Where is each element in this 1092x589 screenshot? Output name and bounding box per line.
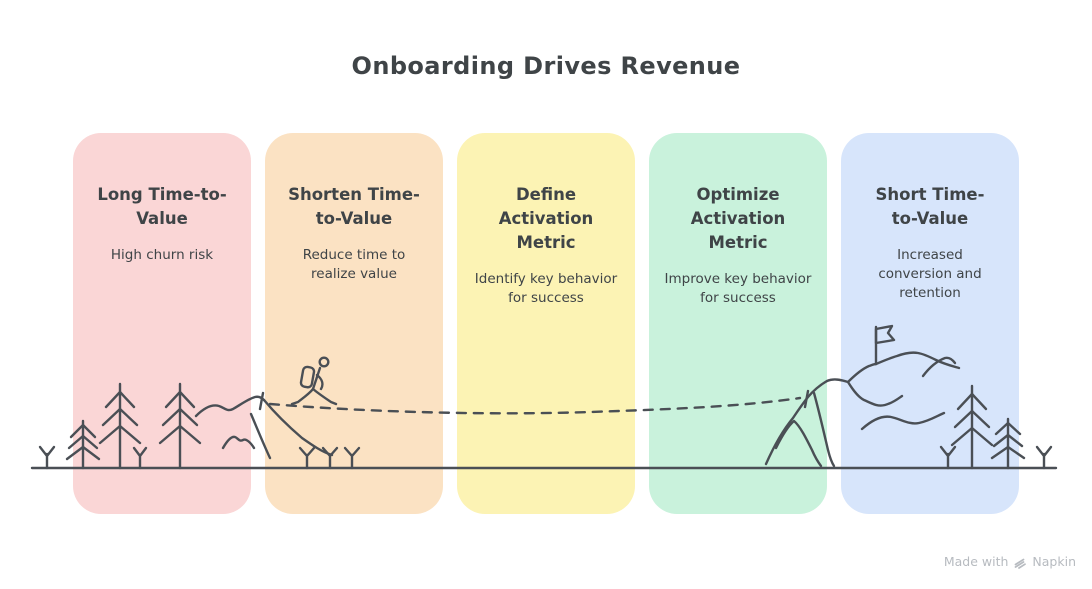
stage-card-short-time-to-value[interactable]: Short Time-to-Value Increased conversion… — [841, 133, 1019, 514]
diagram-title: Onboarding Drives Revenue — [351, 52, 741, 80]
stage-card-title: Shorten Time-to-Value — [288, 185, 420, 228]
stage-card-long-time-to-value[interactable]: Long Time-to-Value High churn risk — [73, 133, 251, 514]
stage-card-title: Short Time-to-Value — [875, 185, 985, 228]
stage-card-subtitle: Increased conversion and retention — [878, 246, 982, 301]
stage-card-subtitle: High churn risk — [110, 246, 214, 263]
watermark-brand: Napkin — [1032, 554, 1076, 569]
stage-card-title: Long Time-to-Value — [97, 185, 227, 228]
napkin-watermark[interactable]: Made with Napkin — [944, 554, 1076, 569]
stage-cards: Long Time-to-Value High churn risk Short… — [73, 133, 1019, 514]
stage-card-subtitle: Identify key behavior for success — [474, 270, 618, 306]
stage-card-subtitle: Reduce time to realize value — [302, 246, 406, 282]
stage-card-title: Define Activation Metric — [498, 185, 594, 252]
napkin-logo-icon — [1015, 558, 1027, 569]
stage-card-optimize-activation-metric[interactable]: Optimize Activation Metric Improve key b… — [649, 133, 827, 514]
watermark-prefix: Made with — [943, 554, 1009, 569]
stage-card-title: Optimize Activation Metric — [690, 185, 786, 252]
stage-card-subtitle: Improve key behavior for success — [664, 270, 812, 306]
sprout-icon — [38, 445, 56, 470]
stage-card-define-activation-metric[interactable]: Define Activation Metric Identify key be… — [457, 133, 635, 514]
sprout-icon — [1035, 445, 1053, 470]
stage-card-shorten-time-to-value[interactable]: Shorten Time-to-Value Reduce time to rea… — [265, 133, 443, 514]
